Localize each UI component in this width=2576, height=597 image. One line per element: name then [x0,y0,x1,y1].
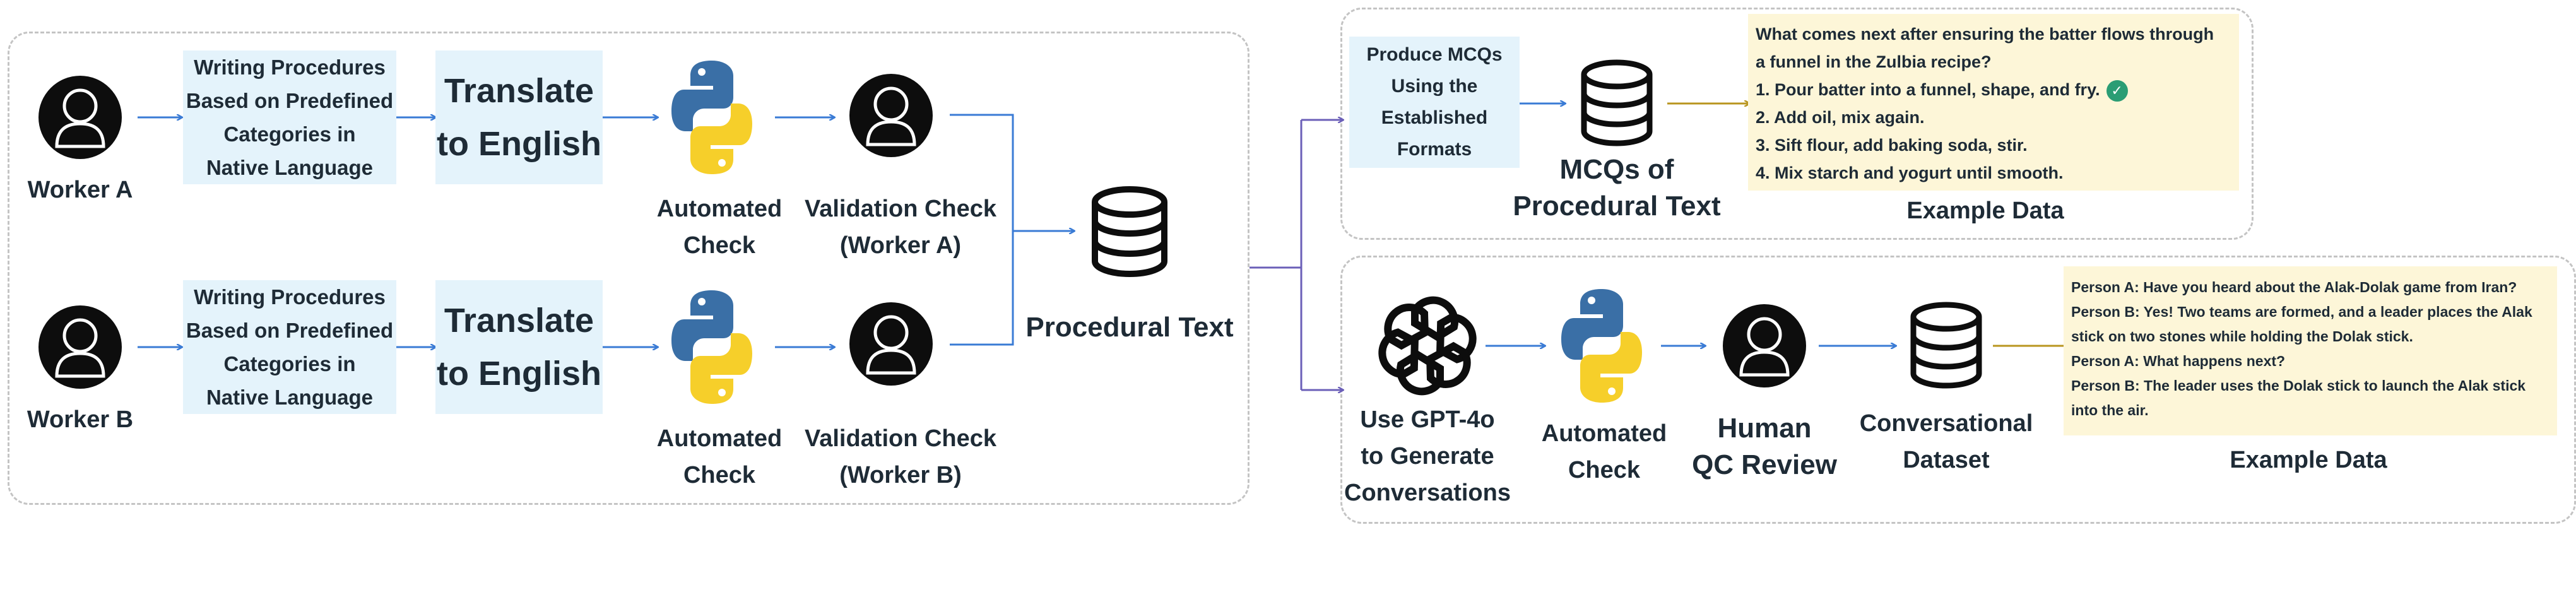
procedural-text-label: Procedural Text [1025,312,1234,343]
procedure-box-b: Writing Procedures Based on Predefined C… [183,280,396,414]
validation-check-b-label: Validation Check(Worker B) [804,425,997,488]
conversation-example: Person A: Have you heard about the Alak-… [2064,266,2557,435]
top-right-panel [1340,8,2254,240]
correct-check-icon: ✓ [2106,80,2128,102]
translate-box-b: Translate to English [435,280,603,414]
mcq-example: What comes next after ensuring the batte… [1748,14,2239,191]
left-panel [8,32,1250,505]
worker-b-label: Worker B [27,406,134,433]
worker-a-label: Worker A [27,177,133,203]
conversation-example-title: Example Data [2230,447,2387,473]
validation-check-a-label: Validation Check(Worker A) [804,196,997,259]
procedure-box-a: Writing Procedures Based on Predefined C… [183,50,396,184]
translate-box-a: Translate to English [435,50,603,184]
mcq-example-title: Example Data [1906,198,2064,224]
produce-mcqs-box: Produce MCQs Using the Established Forma… [1349,37,1520,168]
